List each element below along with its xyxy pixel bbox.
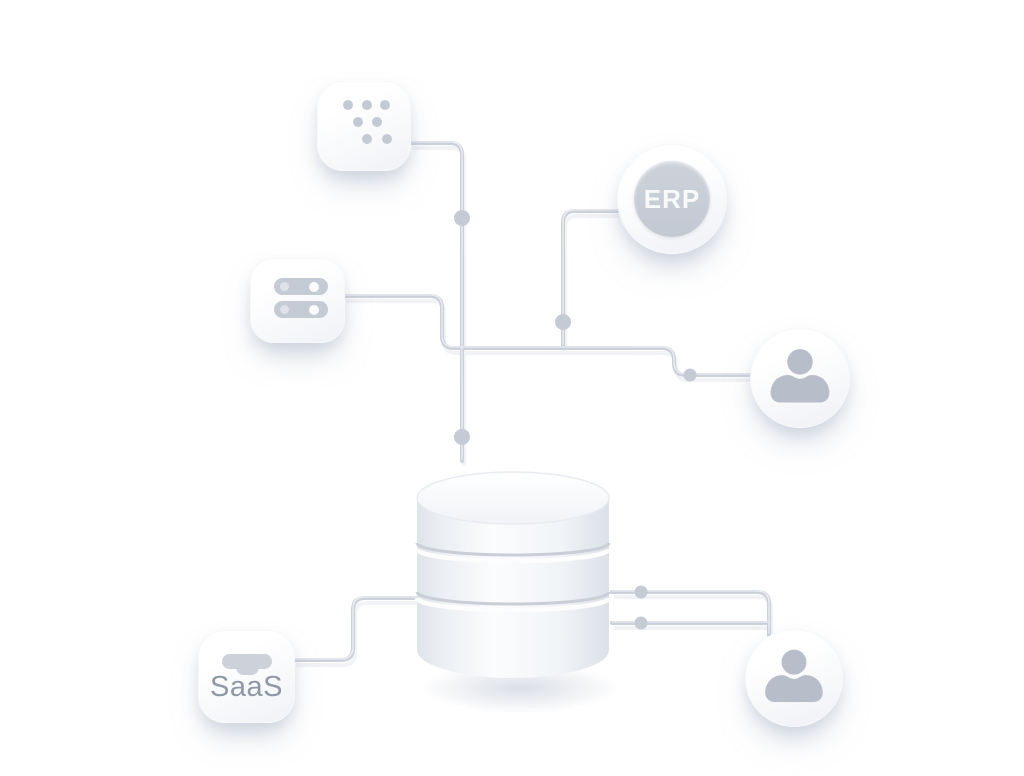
saas-label: SaaS bbox=[210, 671, 283, 703]
user-right-node bbox=[750, 328, 850, 428]
junction-dot bbox=[454, 210, 470, 226]
junction-dot bbox=[454, 429, 470, 445]
erp-label: ERP bbox=[643, 183, 701, 214]
user-icon bbox=[770, 349, 830, 403]
erp-badge-icon: ERP bbox=[634, 161, 710, 237]
saas-node: SaaS bbox=[198, 630, 295, 723]
junction-dot bbox=[683, 368, 697, 382]
wire-erp-branch bbox=[561, 209, 620, 348]
junction-dot bbox=[634, 585, 648, 599]
server-node bbox=[250, 258, 345, 343]
database-icon bbox=[414, 471, 612, 678]
user-bottom-node bbox=[745, 629, 843, 727]
apps-node bbox=[317, 81, 411, 171]
database-node bbox=[408, 444, 618, 689]
server-icon bbox=[251, 259, 344, 342]
dots-grid-icon bbox=[318, 82, 410, 170]
junction-dot bbox=[634, 616, 648, 630]
wire-server-to-user bbox=[342, 294, 753, 377]
user-icon bbox=[765, 649, 823, 702]
junction-dot bbox=[555, 314, 571, 330]
erp-node: ERP bbox=[617, 144, 727, 254]
